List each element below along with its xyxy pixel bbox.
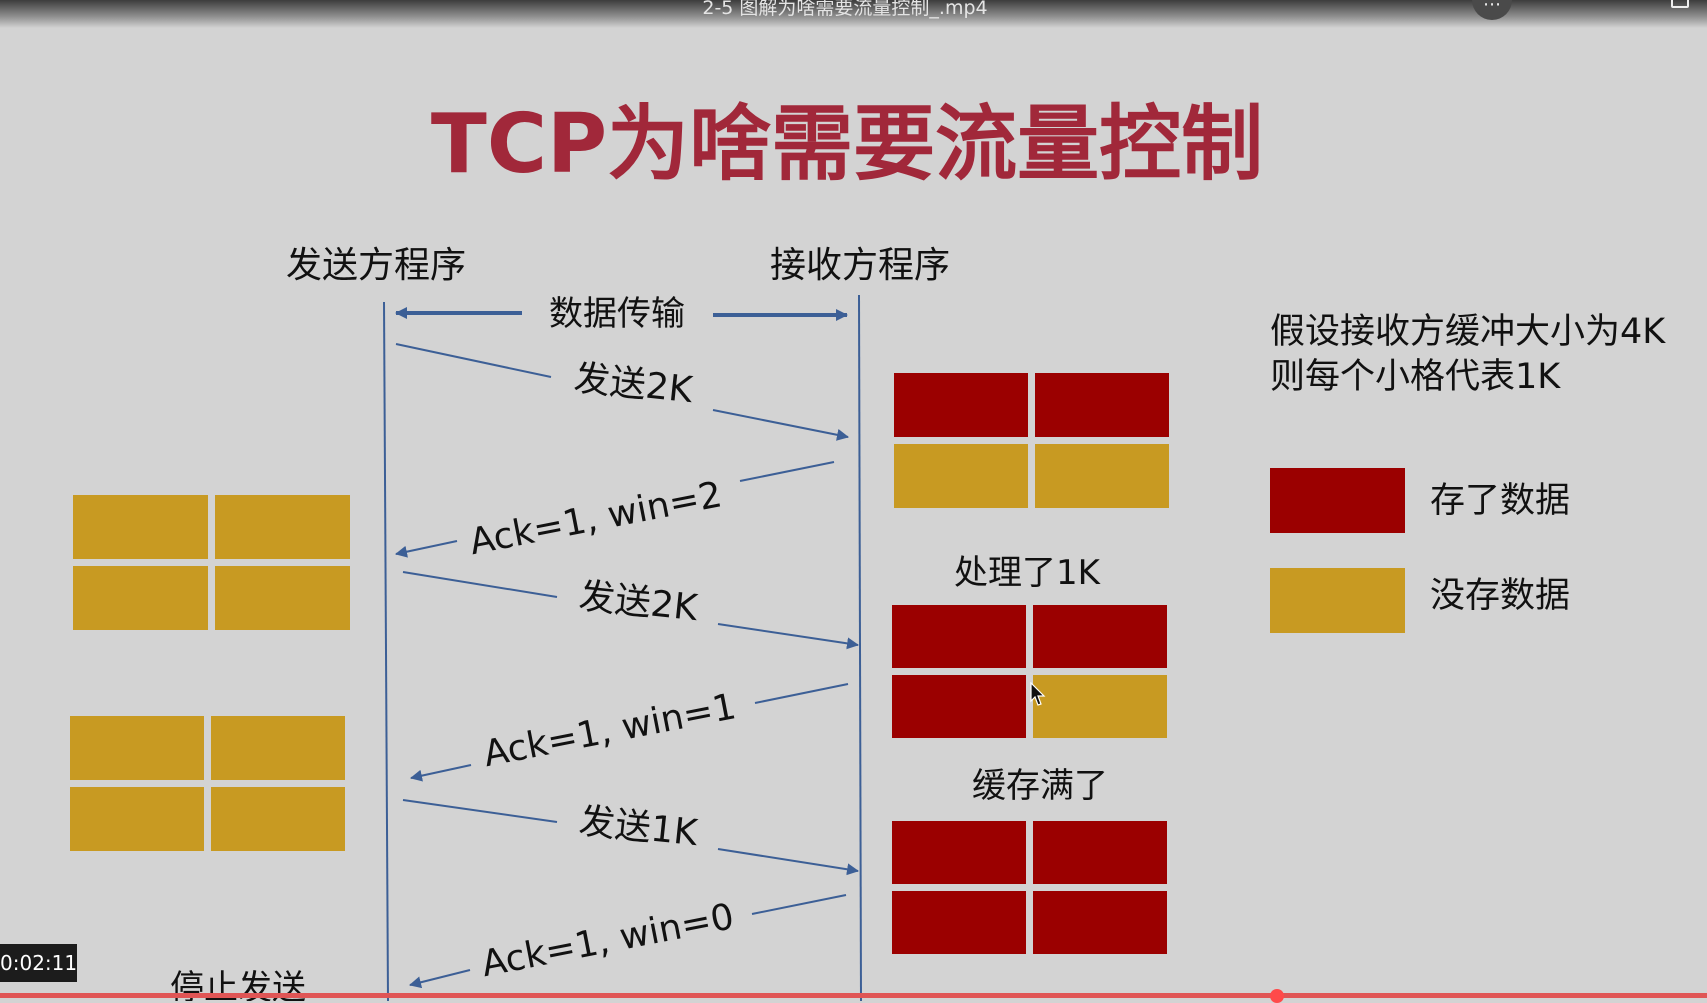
buffer-cell-empty [1035,444,1169,508]
message-6-arrow-head [751,894,847,915]
message-5-label: 发送1K [577,801,701,854]
message-4-arrow-tail [410,764,472,782]
video-timecode: 0:02:11 [0,944,77,982]
legend-stored-label: 存了数据 [1430,481,1570,521]
message-2-label: Ack=1, win=2 [466,474,725,563]
buffer-cell-stored [1033,605,1167,668]
video-title: 2-5 图解为啥需要流量控制_.mp4 [702,0,988,19]
buffer-cell-empty [73,495,208,559]
sender-buffer-2 [70,716,345,851]
receiver-lifeline [858,294,862,1001]
buffer-cell-empty [211,787,345,851]
buffer-cell-empty [70,787,204,851]
legend-empty-swatch [1270,568,1405,633]
buffer-cell-stored [1033,821,1167,884]
mouse-pointer-icon [1030,682,1046,706]
message-3-label: 发送2K [577,576,701,629]
more-options-button[interactable]: ⋯ [1472,0,1512,20]
buffer-cell-empty [211,716,345,780]
receiver-buffer-2 [892,605,1167,738]
sender-label: 发送方程序 [286,245,466,286]
message-4-label: Ack=1, win=1 [480,686,739,775]
buffer-cell-empty [70,716,204,780]
message-5-arrow-tail [717,848,859,876]
message-3-arrow-head [402,571,558,598]
receiver-state-processed: 处理了1K [954,553,1102,593]
sender-lifeline [383,301,389,1001]
message-4-arrow-head [754,683,849,704]
more-icon: ⋯ [1483,0,1501,15]
transfer-label: 数据传输 [549,294,685,334]
buffer-cell-empty [73,566,208,630]
video-progress-knob[interactable] [1269,989,1284,1003]
note-line-1: 假设接收方缓冲大小为4K [1270,312,1666,352]
video-top-bar: 2-5 图解为啥需要流量控制_.mp4 ⋯ [0,0,1707,28]
receiver-buffer-3 [892,821,1167,954]
receiver-state-full: 缓存满了 [972,766,1108,806]
message-6-arrow-tail [409,969,471,989]
receiver-buffer-1 [894,373,1169,508]
buffer-cell-empty [1033,675,1167,738]
buffer-cell-stored [1035,373,1169,437]
buffer-cell-stored [892,675,1026,738]
picture-in-picture-icon[interactable] [1671,0,1689,8]
message-2-arrow-head [739,461,835,482]
message-1-arrow-head [395,343,552,378]
note-line-2: 则每个小格代表1K [1270,357,1561,397]
buffer-cell-stored [892,891,1026,954]
message-1-arrow-tail [712,409,849,441]
video-progress-bar[interactable] [0,993,1707,998]
buffer-cell-empty [215,566,350,630]
message-3-arrow-tail [717,623,859,650]
buffer-cell-stored [1033,891,1167,954]
receiver-label: 接收方程序 [770,245,950,286]
message-1-label: 发送2K [572,358,696,411]
slide-title: TCP为啥需要流量控制 [431,97,1263,192]
buffer-cell-stored [892,605,1026,668]
sender-buffer-1 [73,495,350,630]
message-6-label: Ack=1, win=0 [478,896,737,985]
buffer-cell-stored [892,821,1026,884]
legend-stored-swatch [1270,468,1405,533]
message-5-arrow-head [402,799,558,823]
buffer-cell-empty [215,495,350,559]
buffer-cell-stored [894,373,1028,437]
buffer-cell-empty [894,444,1028,508]
legend-empty-label: 没存数据 [1430,576,1570,616]
message-2-arrow-tail [395,540,458,558]
